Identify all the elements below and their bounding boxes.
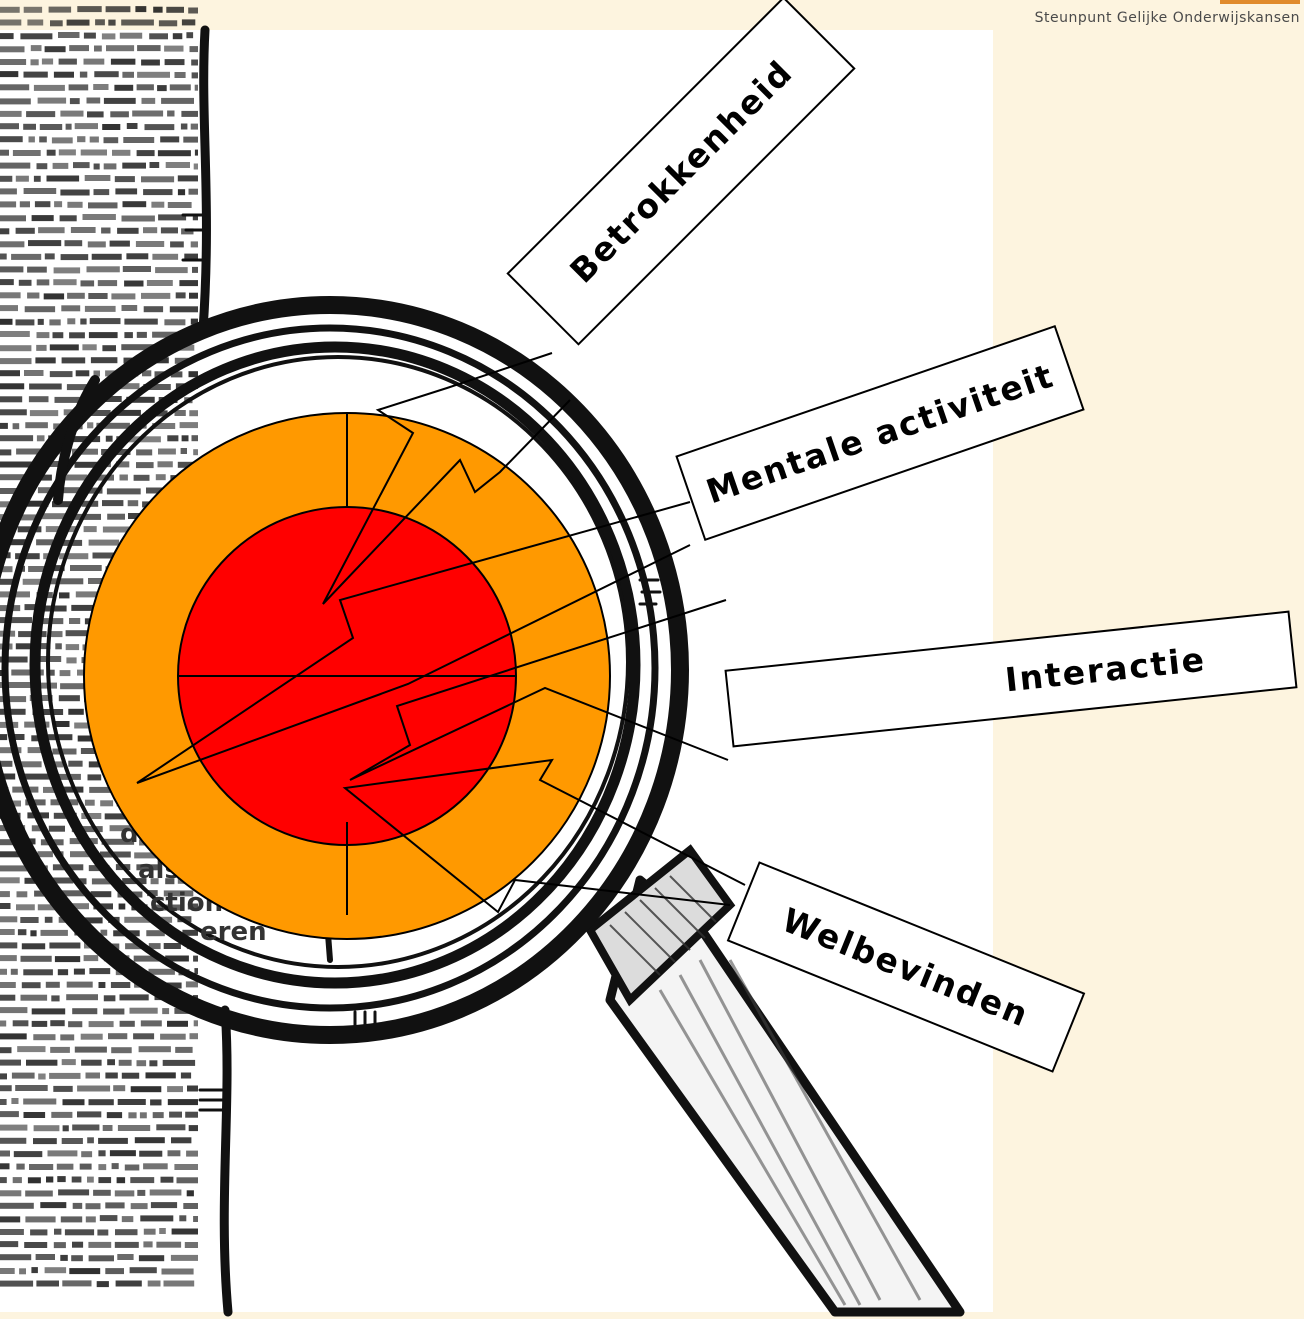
- label-interactie: Interactie: [726, 612, 1297, 747]
- target-circles: [84, 413, 610, 939]
- label-betrokkenheid-text: Betrokkenheid: [562, 52, 800, 290]
- label-betrokkenheid: Betrokkenheid: [508, 0, 854, 344]
- label-mentale-activiteit: Mentale activiteit: [677, 326, 1084, 539]
